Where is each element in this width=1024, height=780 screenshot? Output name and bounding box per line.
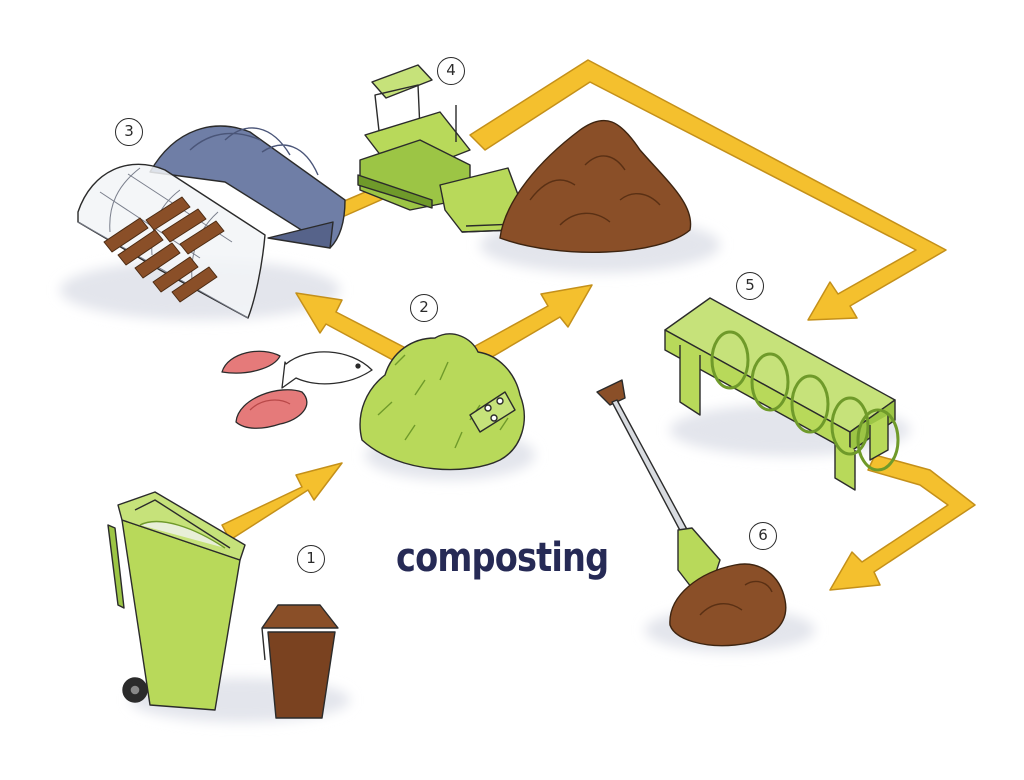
- brown-food-caddy-icon: [261, 604, 339, 719]
- step-number-2: 2: [410, 294, 438, 322]
- arrow-trommel-to-compost: [829, 454, 976, 591]
- arrow-bin-to-pile: [221, 462, 343, 541]
- arrow-pile-to-heap: [467, 284, 593, 365]
- food-waste-icon: [221, 350, 373, 429]
- step-number-5: 5: [736, 272, 764, 300]
- green-waste-pile-icon: [359, 333, 525, 471]
- bulldozer-icon: [357, 64, 521, 233]
- diagram-title: composting: [396, 535, 609, 581]
- polytunnel-greenhouse-icon: [77, 125, 346, 319]
- step-number-3: 3: [115, 118, 143, 146]
- step-number-1: 1: [297, 545, 325, 573]
- step-number-6: 6: [749, 522, 777, 550]
- arrow-bulldozer-to-trommel: [469, 59, 947, 321]
- trommel-screen-icon: [664, 297, 900, 491]
- green-wheelie-bin-icon: [107, 491, 246, 711]
- step-number-4: 4: [437, 57, 465, 85]
- finished-compost-icon: [669, 563, 787, 647]
- compost-heap-icon: [499, 119, 692, 253]
